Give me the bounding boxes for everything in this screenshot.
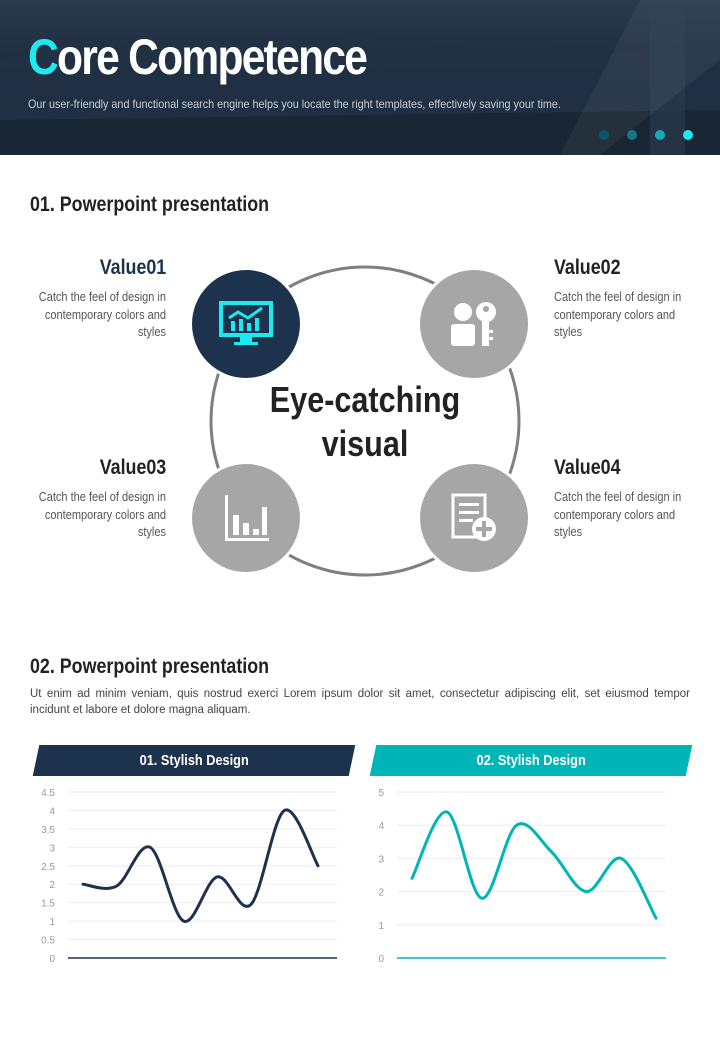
section2-paragraph: Ut enim ad minim veniam, quis nostrud ex… [30,688,690,716]
value04-circle [417,461,531,575]
value04-desc: Catch the feel of design in contemporary… [554,490,682,539]
chart1-ytick-label: 3.5 [41,825,55,836]
chart2-ytick-label: 3 [378,854,384,865]
chart1-ytick-label: 3 [49,843,55,854]
chart1-ytick-label: 4 [49,806,55,817]
chart2-ytick-label: 0 [378,954,384,965]
title-accent-letter: C [28,29,59,85]
dot-3[interactable] [655,130,665,140]
chart2-ytick-label: 4 [378,821,384,832]
value03-title: Value03 [99,456,166,479]
value02-title: Value02 [554,256,621,279]
value02-desc: Catch the feel of design in contemporary… [554,290,682,339]
chart2-ytick-label: 5 [378,788,384,799]
title-text: ore Competence [56,29,368,85]
header-banner: Core Competence Our user-friendly and fu… [0,0,720,155]
chart1-ytick-label: 0 [49,954,55,965]
dot-2[interactable] [627,130,637,140]
chart1-ytick-label: 0.5 [41,936,55,947]
value03-circle [189,461,303,575]
value01-desc: Catch the feel of design in contemporary… [38,290,166,339]
center-line2: visual [321,423,409,464]
chart1-ytick-label: 2 [49,880,55,891]
chart1-ytick-label: 2.5 [41,862,55,873]
section2-title: 02. Powerpoint presentation [30,655,270,678]
document-add-icon [451,493,496,541]
chart1-series-line [81,808,320,923]
center-line1: Eye-catching [269,379,461,420]
monitor-chart-icon [219,301,273,345]
dot-4[interactable] [683,130,693,140]
value02-circle [417,267,531,381]
chart1-ytick-label: 4.5 [41,788,55,799]
chart1-ytick-label: 1 [49,917,55,928]
user-key-icon [451,302,496,346]
chart2-ytick-label: 2 [378,888,384,899]
value01-circle [189,267,303,381]
dot-1[interactable] [599,130,609,140]
value03-desc: Catch the feel of design in contemporary… [38,490,166,539]
bar-chart-icon [225,495,269,541]
chart2-series-line [410,810,658,920]
section1-title: 01. Powerpoint presentation [30,193,270,216]
chart2-ytick-label: 1 [378,921,384,932]
city-background [0,0,720,155]
value01-title: Value01 [99,256,166,279]
page-title: Core Competence [28,28,368,86]
chart1-ytick-label: 1.5 [41,899,55,910]
slide-dots [599,130,693,140]
page-subtitle: Our user-friendly and functional search … [28,97,561,111]
value04-title: Value04 [554,456,621,479]
